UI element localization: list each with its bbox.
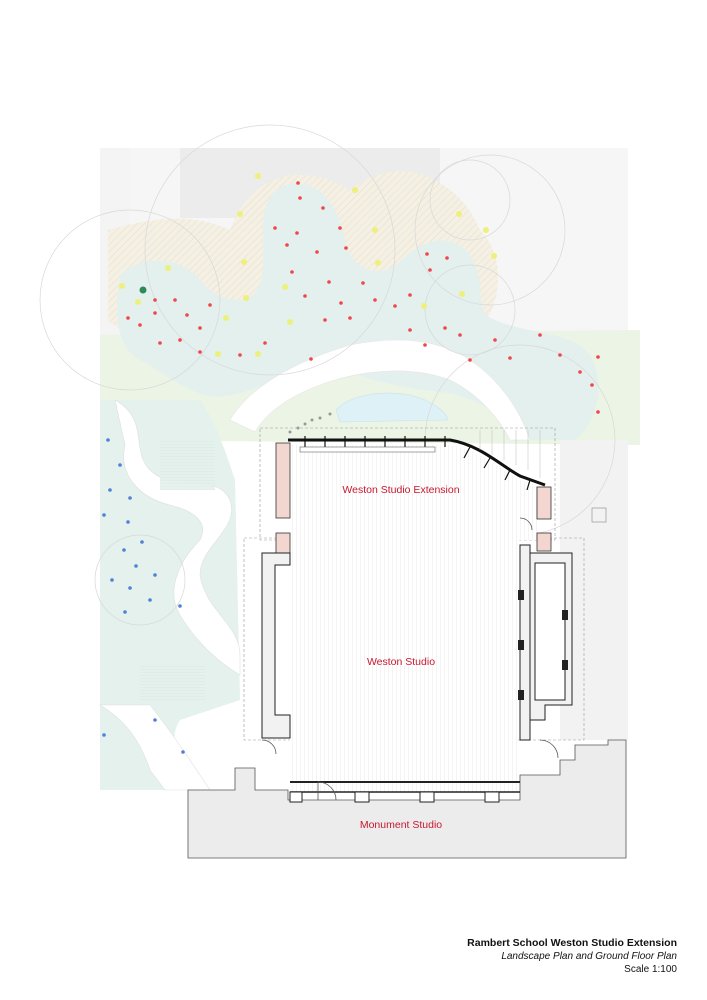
specimen-tree [139,286,147,294]
facade-mullions [304,436,531,491]
west-wall-pink-lower [275,532,291,554]
room-label-extension: Weston Studio Extension [342,484,459,496]
monument-studio-block [187,739,627,859]
east-wall-pink-lower [536,532,552,552]
north-east-stair [479,430,541,478]
west-wall-pink [275,442,291,519]
stepping-marks [288,412,332,434]
red-tree-dots [126,181,600,414]
room-label-studio: Weston Studio [367,656,435,668]
canopy-outlines [39,124,616,626]
yellow-tree-dots [119,173,497,357]
drawing-title: Rambert School Weston Studio Extension [467,937,677,949]
door-swings [261,517,559,801]
south-columns [289,791,500,803]
white-pathway [229,339,531,441]
pond [335,392,449,423]
room-label-monument: Monument Studio [360,819,442,831]
east-wall-piers [518,590,568,700]
extension-boundary [259,427,556,541]
extension-floor [290,445,540,540]
east-outbuilding [591,507,607,523]
blue-tree-dots [102,438,185,754]
drawing-subtitle: Landscape Plan and Ground Floor Plan [501,951,677,962]
title-block: Rambert School Weston Studio Extension L… [377,936,677,976]
glazing-bench [299,446,436,453]
extension-facade [288,438,546,487]
step-paving [140,665,205,700]
studio-floor [290,540,518,780]
east-wall-pink [536,486,552,520]
striped-paving [160,440,215,490]
drawing-scale: Scale 1:100 [624,964,677,975]
